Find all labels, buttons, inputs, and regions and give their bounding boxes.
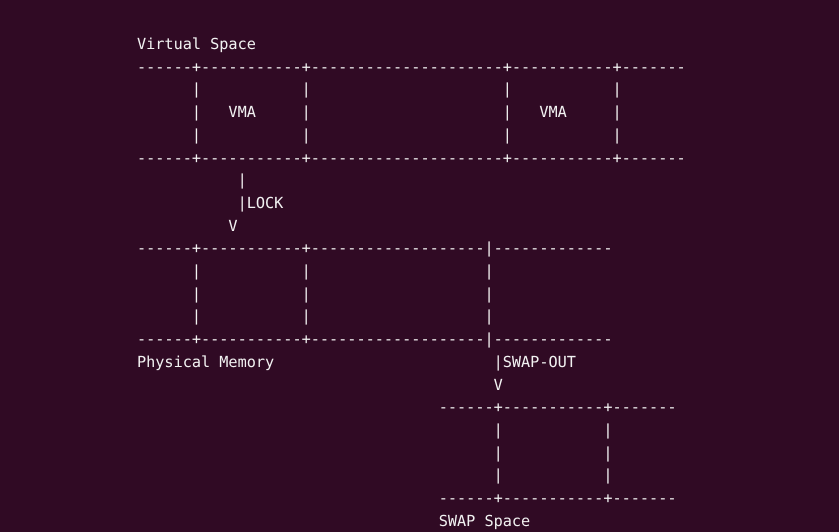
- virtual-space-bottom-border: ------+-----------+---------------------…: [137, 148, 686, 167]
- swap-space-row-1: | |: [137, 420, 613, 439]
- virtual-space-row-1: | | | |: [137, 80, 622, 99]
- physical-memory-label-row: Physical Memory |SWAP-OUT: [137, 352, 576, 371]
- swap-space-row-3: | |: [137, 466, 613, 485]
- physical-memory-row-3: | | |: [137, 307, 494, 326]
- virtual-space-row-3: | | | |: [137, 125, 622, 144]
- swap-space-row-2: | |: [137, 443, 613, 462]
- swap-space-top-border: ------+-----------+-------: [137, 398, 677, 417]
- swap-out-arrow-head: V: [137, 375, 503, 394]
- swap-space-label: SWAP Space: [137, 511, 531, 530]
- physical-memory-bottom-border: ------+-----------+-------------------|-…: [137, 330, 613, 349]
- virtual-space-top-border: ------+-----------+---------------------…: [137, 57, 686, 76]
- terminal-window: Virtual Space ------+-----------+-------…: [137, 35, 686, 530]
- physical-memory-row-2: | | |: [137, 284, 494, 303]
- lock-arrow-label: |LOCK: [137, 193, 284, 212]
- swap-space-bottom-border: ------+-----------+-------: [137, 489, 677, 507]
- lock-arrow-head: V: [137, 216, 238, 235]
- physical-memory-row-1: | | |: [137, 262, 494, 280]
- physical-memory-top-border: ------+-----------+-------------------|-…: [137, 239, 613, 258]
- lock-arrow-shaft: |: [137, 171, 247, 190]
- virtual-space-vma-row: | VMA | | VMA |: [137, 103, 622, 122]
- virtual-space-label: Virtual Space: [137, 35, 256, 53]
